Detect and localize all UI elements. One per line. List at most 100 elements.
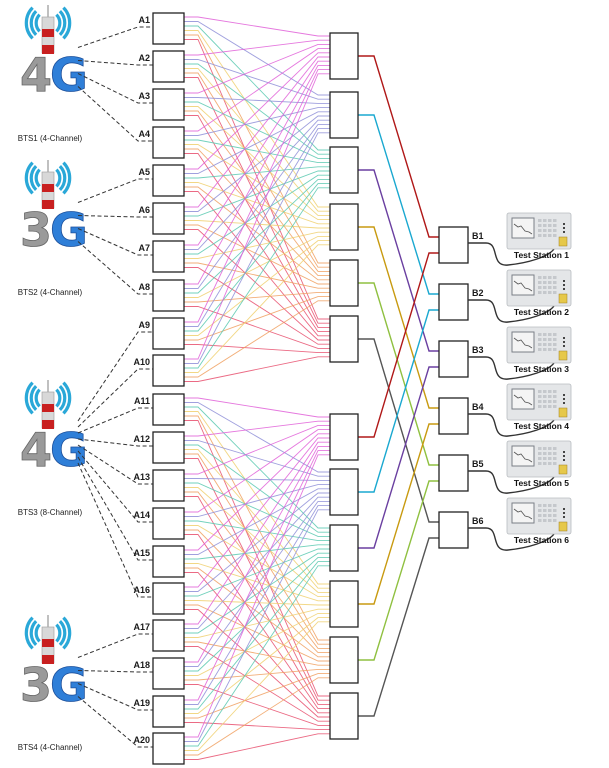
port-box[interactable] xyxy=(152,469,185,502)
port-box[interactable] xyxy=(152,619,185,652)
test-station-4[interactable]: Test Station 4 xyxy=(506,383,572,431)
fan-line xyxy=(184,52,330,170)
a-port-a17[interactable]: A17 xyxy=(133,619,185,652)
fan-line xyxy=(184,500,330,667)
b-port-b4[interactable]: B4 xyxy=(438,397,555,437)
keypad-key xyxy=(553,276,557,279)
tower-band xyxy=(42,184,54,192)
a-port-a7[interactable]: A7 xyxy=(138,240,185,273)
a-port-a8[interactable]: A8 xyxy=(138,279,185,312)
port-box[interactable] xyxy=(152,393,185,426)
fan-line xyxy=(184,21,330,96)
port-box[interactable] xyxy=(152,695,185,728)
port-box[interactable] xyxy=(438,511,469,549)
test-station-5[interactable]: Test Station 5 xyxy=(506,440,572,488)
a-port-a20[interactable]: A20 xyxy=(133,732,185,765)
a-port-a15[interactable]: A15 xyxy=(133,545,185,578)
bus-line xyxy=(358,226,439,409)
a-port-a12[interactable]: A12 xyxy=(133,431,185,464)
port-box[interactable] xyxy=(152,202,185,235)
a-port-a11[interactable]: A11 xyxy=(134,393,185,426)
port-box[interactable] xyxy=(152,431,185,464)
a-port-a16[interactable]: A16 xyxy=(133,582,185,615)
a-port-a10[interactable]: A10 xyxy=(133,354,185,387)
port-box[interactable] xyxy=(152,50,185,83)
keypad-key xyxy=(538,504,542,507)
port-label: A7 xyxy=(138,243,150,253)
switch-box-bank1-3[interactable] xyxy=(329,146,359,194)
spectrum-trace xyxy=(513,451,533,463)
test-station-1[interactable]: Test Station 1 xyxy=(506,212,572,260)
a-port-a5[interactable]: A5 xyxy=(138,164,185,197)
switch-box-bank1-5[interactable] xyxy=(329,259,359,307)
b-port-b6[interactable]: B6 xyxy=(438,511,555,551)
switch-box-bank2-6[interactable] xyxy=(329,692,359,740)
switch-box-bank2-3[interactable] xyxy=(329,524,359,572)
signal-wave-icon xyxy=(24,6,34,40)
keypad-key xyxy=(543,395,547,398)
switch-group xyxy=(329,32,359,740)
b-port-b3[interactable]: B3 xyxy=(438,340,555,380)
port-box[interactable] xyxy=(152,545,185,578)
port-box[interactable] xyxy=(438,226,469,264)
keypad-key xyxy=(538,447,542,450)
b-port-b2[interactable]: B2 xyxy=(438,283,555,323)
port-box[interactable] xyxy=(152,126,185,159)
switch-box-bank2-1[interactable] xyxy=(329,413,359,461)
test-station-3[interactable]: Test Station 3 xyxy=(506,326,572,374)
fan-line xyxy=(184,454,330,738)
test-station-label: Test Station 6 xyxy=(514,535,569,545)
port-box[interactable] xyxy=(152,164,185,197)
rf-cable xyxy=(468,299,555,323)
switch-box-bank1-4[interactable] xyxy=(329,203,359,251)
switch-box-bank2-4[interactable] xyxy=(329,580,359,628)
keypad-key xyxy=(538,286,542,289)
switch-box-bank1-2[interactable] xyxy=(329,91,359,139)
test-station-2[interactable]: Test Station 2 xyxy=(506,269,572,317)
a-port-a19[interactable]: A19 xyxy=(133,695,185,728)
a-port-a2[interactable]: A2 xyxy=(138,50,185,83)
keypad-key xyxy=(553,229,557,232)
port-box[interactable] xyxy=(438,397,469,435)
port-box[interactable] xyxy=(438,454,469,492)
port-box[interactable] xyxy=(152,354,185,387)
test-station-6[interactable]: Test Station 6 xyxy=(506,497,572,545)
keypad-key xyxy=(543,462,547,465)
port-box[interactable] xyxy=(438,340,469,378)
keypad-key xyxy=(543,224,547,227)
a-port-a9[interactable]: A9 xyxy=(138,317,185,350)
b-port-b1[interactable]: B1 xyxy=(438,226,555,266)
bus-line xyxy=(358,338,439,523)
port-box[interactable] xyxy=(152,317,185,350)
port-box[interactable] xyxy=(152,12,185,45)
switch-box-bank2-5[interactable] xyxy=(329,636,359,684)
bus-line xyxy=(358,55,439,238)
a-port-a6[interactable]: A6 xyxy=(138,202,185,235)
port-box[interactable] xyxy=(438,283,469,321)
a-port-a18[interactable]: A18 xyxy=(133,657,185,690)
switch-box-bank2-2[interactable] xyxy=(329,468,359,516)
port-box[interactable] xyxy=(152,582,185,615)
a-port-a13[interactable]: A13 xyxy=(133,469,185,502)
a-port-a1[interactable]: A1 xyxy=(138,12,185,45)
a-port-a4[interactable]: A4 xyxy=(138,126,185,159)
fan-line xyxy=(184,561,330,710)
port-box[interactable] xyxy=(152,507,185,540)
spectrum-trace xyxy=(513,223,533,235)
port-box[interactable] xyxy=(152,279,185,312)
switch-box-bank1-1[interactable] xyxy=(329,32,359,80)
port-box[interactable] xyxy=(152,240,185,273)
port-label: A1 xyxy=(138,15,150,25)
a-port-a14[interactable]: A14 xyxy=(133,507,185,540)
fan-line xyxy=(184,415,330,641)
switch-box-bank1-6[interactable] xyxy=(329,315,359,363)
fan-line xyxy=(184,191,330,337)
b-port-b5[interactable]: B5 xyxy=(438,454,555,494)
keypad-key xyxy=(543,509,547,512)
a-port-a3[interactable]: A3 xyxy=(138,88,185,121)
port-box[interactable] xyxy=(152,657,185,690)
keypad-key xyxy=(538,219,542,222)
keypad-key xyxy=(548,447,552,450)
port-box[interactable] xyxy=(152,88,185,121)
port-box[interactable] xyxy=(152,732,185,765)
